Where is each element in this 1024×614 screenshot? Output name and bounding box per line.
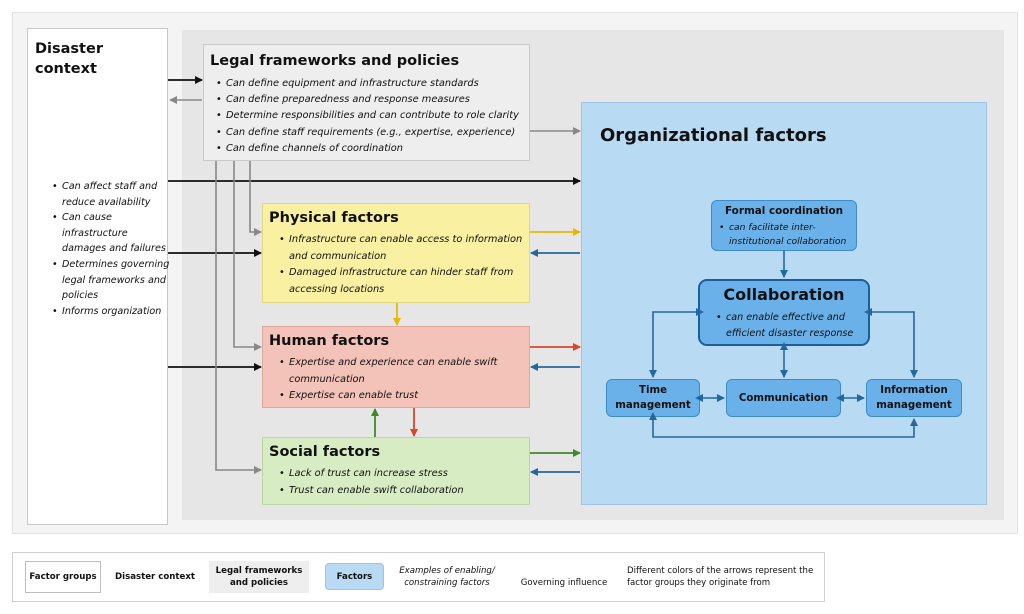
list-item: Damaged infrastructure can hinder staff … xyxy=(277,265,527,298)
formal-coordination-node: Formal coordination can facilitate inter… xyxy=(711,200,857,251)
list-item: Informs organization xyxy=(50,304,170,320)
collaboration-bullets: can enable effective and efficient disas… xyxy=(714,310,870,342)
list-item: Can define staff requirements (e.g., exp… xyxy=(214,125,529,141)
arrow-collaboration-time xyxy=(649,308,704,378)
arrow-collaboration-information xyxy=(864,308,918,378)
formal-coordination-title: Formal coordination xyxy=(725,205,843,217)
disaster-context-title: Disaster context xyxy=(35,41,103,77)
organizational-factors-title: Organizational factors xyxy=(600,125,827,146)
legal-frameworks-title: Legal frameworks and policies xyxy=(210,53,460,69)
list-item: Can define equipment and infrastructure … xyxy=(214,76,529,92)
list-item: Lack of trust can increase stress xyxy=(277,466,527,483)
legend-disaster-context: Disaster context xyxy=(115,561,195,593)
list-item: can facilitate inter-institutional colla… xyxy=(717,221,857,248)
collaboration-title: Collaboration xyxy=(723,285,845,304)
human-factors-bullets: Expertise and experience can enable swif… xyxy=(277,355,527,405)
legend-legal-frameworks: Legal frameworks and policies xyxy=(209,561,309,593)
arrow-legal-to-social xyxy=(215,161,262,474)
physical-factors-title: Physical factors xyxy=(269,210,399,226)
arrow-legal-to-physical xyxy=(249,161,262,236)
physical-factors-box: Physical factors Infrastructure can enab… xyxy=(262,203,530,303)
list-item: Determine responsibilities and can contr… xyxy=(214,108,529,124)
social-factors-box: Social factors Lack of trust can increas… xyxy=(262,437,530,505)
list-item: Can affect staff and reduce availability xyxy=(50,179,170,210)
list-item: Trust can enable swift collaboration xyxy=(277,483,527,500)
legend-factor-groups: Factor groups xyxy=(25,561,101,593)
disaster-context-bullets: Can affect staff and reduce availability… xyxy=(50,179,170,319)
formal-coordination-bullets: can facilitate inter-institutional colla… xyxy=(717,221,857,248)
human-factors-title: Human factors xyxy=(269,333,390,349)
social-factors-bullets: Lack of trust can increase stress Trust … xyxy=(277,466,527,499)
legend-factors: Factors xyxy=(325,563,384,590)
social-factors-title: Social factors xyxy=(269,444,381,460)
legal-frameworks-bullets: Can define equipment and infrastructure … xyxy=(214,76,529,157)
information-management-node: Information management xyxy=(866,379,962,417)
arrow-time-information xyxy=(649,412,918,438)
list-item: can enable effective and efficient disas… xyxy=(714,310,870,342)
legend: Factor groups Disaster context Legal fra… xyxy=(12,552,825,602)
list-item: Can cause infrastructure damages and fai… xyxy=(50,210,170,257)
human-factors-box: Human factors Expertise and experience c… xyxy=(262,326,530,408)
time-management-node: Time management xyxy=(606,379,700,417)
disaster-context-box: Disaster context Can affect staff and re… xyxy=(27,28,170,525)
list-item: Can define preparedness and response mea… xyxy=(214,92,529,108)
arrow-legal-to-human xyxy=(233,161,262,351)
physical-factors-bullets: Infrastructure can enable access to info… xyxy=(277,232,527,298)
communication-node: Communication xyxy=(726,379,841,417)
list-item: Determines governing legal frameworks an… xyxy=(50,257,170,304)
list-item: Infrastructure can enable access to info… xyxy=(277,232,527,265)
legend-governing-influence: Governing influence xyxy=(520,578,608,588)
list-item: Expertise and experience can enable swif… xyxy=(277,355,527,388)
list-item: Expertise can enable trust xyxy=(277,388,527,405)
list-item: Can define channels of coordination xyxy=(214,141,529,157)
legal-frameworks-box: Legal frameworks and policies Can define… xyxy=(203,44,530,161)
legend-colors-note: Different colors of the arrows represent… xyxy=(627,566,814,588)
legend-examples: Examples of enabling/ constraining facto… xyxy=(399,566,495,588)
